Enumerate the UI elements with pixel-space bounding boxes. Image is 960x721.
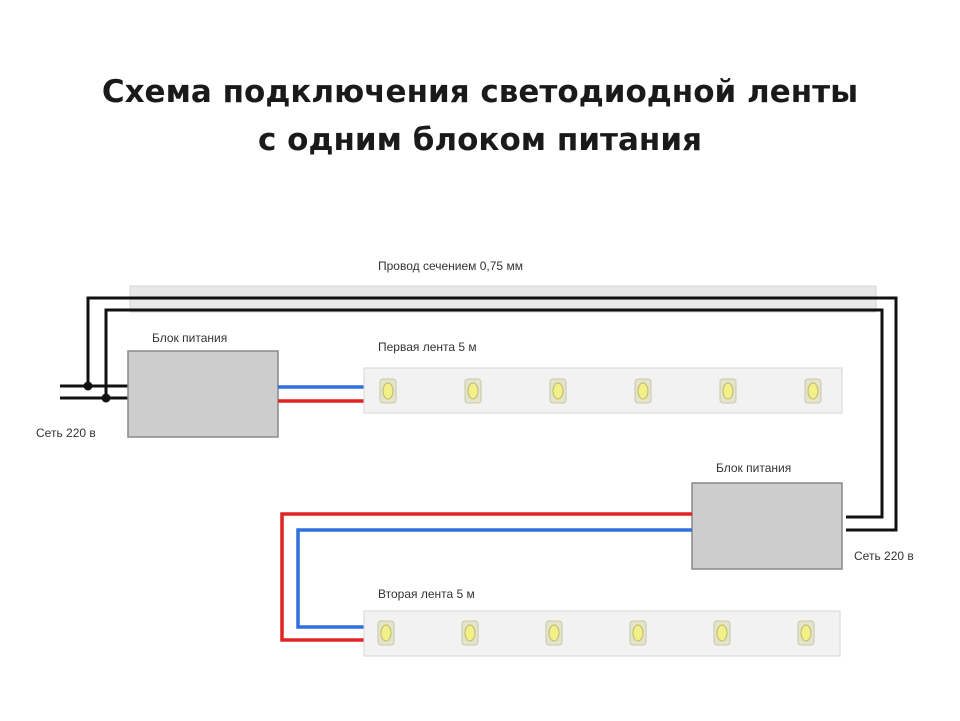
strip2-led-lens-6 xyxy=(800,624,812,642)
title-line-2: с одним блоком питания xyxy=(258,122,702,158)
title-line-1: Схема подключения светодиодной ленты xyxy=(101,74,859,110)
strip2-leds xyxy=(377,620,815,646)
strip2-wire-blue xyxy=(296,528,692,629)
strip2-led-lens-2 xyxy=(464,624,476,642)
junction-dot-2 xyxy=(101,393,111,403)
mains-label-left: Сеть 220 в xyxy=(36,426,96,440)
strip2-wire-red xyxy=(280,512,692,642)
strip1-led-lens-3 xyxy=(552,382,564,400)
led-strip-1 xyxy=(363,367,843,414)
strip2-label: Вторая лента 5 м xyxy=(378,587,475,601)
strip2-led-lens-5 xyxy=(716,624,728,642)
power-supply-2 xyxy=(691,482,843,570)
strip2-led-lens-3 xyxy=(548,624,560,642)
led-strip-2 xyxy=(363,610,841,657)
strip1-leds xyxy=(379,378,822,404)
mains-label-right: Сеть 220 в xyxy=(854,549,914,563)
strip1-label: Первая лента 5 м xyxy=(378,340,477,354)
strip1-led-lens-2 xyxy=(467,382,479,400)
strip1-led-lens-5 xyxy=(722,382,734,400)
diagram-title: Схема подключения светодиодной ленты с о… xyxy=(0,68,960,164)
wire-section-label: Провод сечением 0,75 мм xyxy=(378,259,523,273)
junction-dot-1 xyxy=(83,381,93,391)
strip1-led-lens-1 xyxy=(382,382,394,400)
strip2-led-lens-4 xyxy=(632,624,644,642)
strip1-led-lens-6 xyxy=(807,382,819,400)
power-supply-1 xyxy=(127,350,279,438)
strip2-led-lens-1 xyxy=(380,624,392,642)
psu1-label: Блок питания xyxy=(152,331,227,345)
psu2-label: Блок питания xyxy=(716,461,791,475)
strip1-led-lens-4 xyxy=(637,382,649,400)
